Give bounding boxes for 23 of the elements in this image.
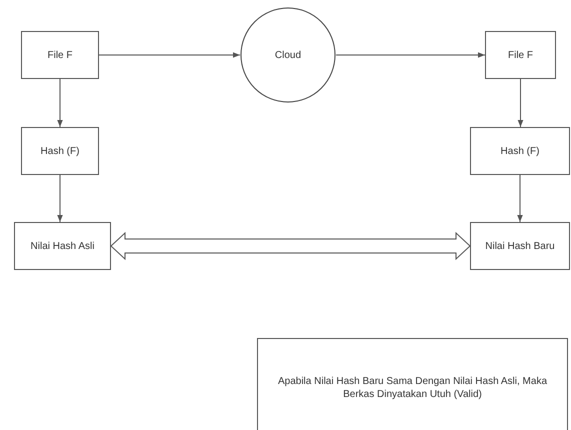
cloud-circle bbox=[240, 7, 336, 103]
process-box bbox=[21, 31, 99, 79]
node-label: Hash (F) bbox=[500, 144, 540, 158]
process-box bbox=[470, 222, 570, 270]
arrow bbox=[517, 174, 523, 222]
node-label: Hash (F) bbox=[40, 144, 80, 158]
node-label: File F bbox=[507, 48, 534, 62]
double-arrow bbox=[110, 232, 471, 260]
process-box bbox=[470, 127, 570, 175]
node-label: Cloud bbox=[274, 48, 302, 62]
note-text: Apabila Nilai Hash Baru Sama Dengan Nilai Hash Asli, Maka Berkas Dinyatakan Utuh (Valid) bbox=[276, 375, 548, 401]
process-box bbox=[21, 127, 99, 175]
process-box bbox=[14, 222, 111, 270]
node-label: File F bbox=[46, 48, 74, 62]
arrow bbox=[57, 78, 63, 128]
arrow bbox=[57, 174, 63, 222]
arrow bbox=[518, 78, 524, 128]
arrow bbox=[336, 52, 486, 58]
node-label: Nilai Hash Asli bbox=[30, 240, 96, 252]
arrow bbox=[98, 52, 240, 58]
process-box bbox=[485, 31, 556, 79]
note-box bbox=[257, 338, 568, 430]
node-label: Nilai Hash Baru bbox=[484, 240, 556, 252]
